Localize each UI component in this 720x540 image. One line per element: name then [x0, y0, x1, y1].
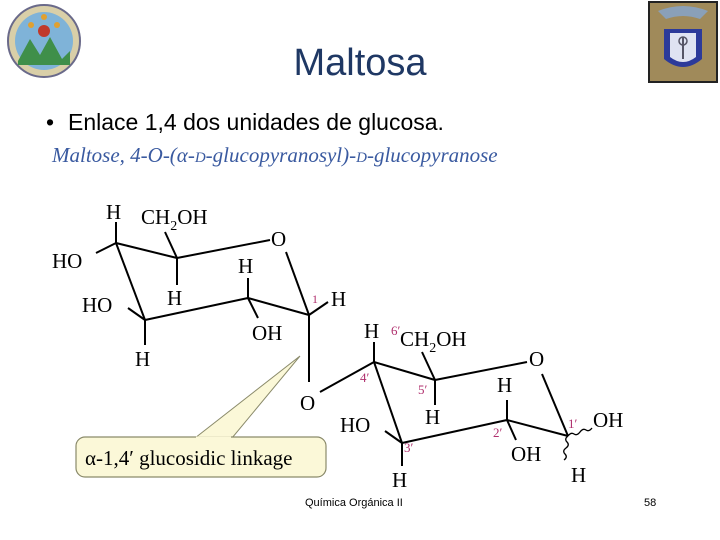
atom-label: HO — [82, 293, 112, 317]
carbon-number-label: 5′ — [418, 382, 428, 397]
atom-label: H — [106, 200, 121, 224]
bullet-dot-icon: • — [46, 109, 55, 135]
subtitle-part: -glucopyranose — [366, 143, 498, 167]
ring-oxygen-label: O — [271, 227, 286, 251]
footer-course: Química Orgánica II — [305, 497, 403, 509]
maltose-structure-diagram: α-1,4′ glucosidic linkage H CH2OH O HO H… — [52, 200, 623, 492]
atom-label: H — [167, 286, 182, 310]
footer-page-number: 58 — [644, 497, 657, 509]
faculty-crest-logo — [648, 1, 718, 83]
carbon-number-label: 4′ — [360, 370, 370, 385]
atom-label: H — [392, 468, 407, 492]
atom-label: H — [364, 319, 379, 343]
atom-label: H — [425, 405, 440, 429]
carbon-number-label: 2′ — [493, 425, 503, 440]
atom-label: H — [571, 463, 586, 487]
maltose-iupac-name: Maltose, 4-O-(α-d-glucopyranosyl)-d-gluc… — [52, 143, 498, 168]
ring-oxygen-label: O — [529, 347, 544, 371]
atom-label: CH2OH — [141, 205, 208, 234]
atom-label: OH — [252, 321, 282, 345]
carbon-number-label: 1′ — [568, 416, 578, 431]
carbon-number-label: 3′ — [404, 440, 414, 455]
subtitle-part: -glucopyranosyl)- — [205, 143, 357, 167]
atom-label: HO — [52, 249, 82, 273]
atom-label: H — [135, 347, 150, 371]
atom-label: H — [497, 373, 512, 397]
glucosidic-linkage-callout: α-1,4′ glucosidic linkage — [75, 355, 327, 478]
carbon-number-label: 6′ — [391, 323, 401, 338]
atom-label: OH — [511, 442, 541, 466]
university-seal-logo — [7, 4, 81, 78]
atom-label: H — [238, 254, 253, 278]
bullet-point: • Enlace 1,4 dos unidades de glucosa. — [46, 109, 444, 136]
subtitle-part: d — [356, 143, 367, 167]
bullet-text: Enlace 1,4 dos unidades de glucosa. — [68, 109, 444, 135]
subtitle-part: d — [194, 143, 206, 167]
atom-label: OH — [593, 408, 623, 432]
subtitle-part: Maltose, 4-O-(α- — [52, 143, 195, 167]
callout-text: α-1,4′ glucosidic linkage — [85, 446, 292, 470]
slide-title: Maltosa — [293, 42, 427, 84]
atom-label: H — [331, 287, 346, 311]
atom-label: HO — [340, 413, 370, 437]
atom-label: CH2OH — [400, 327, 467, 356]
carbon-number-label: 1 — [312, 292, 318, 306]
glycosidic-oxygen-label: O — [300, 391, 315, 415]
